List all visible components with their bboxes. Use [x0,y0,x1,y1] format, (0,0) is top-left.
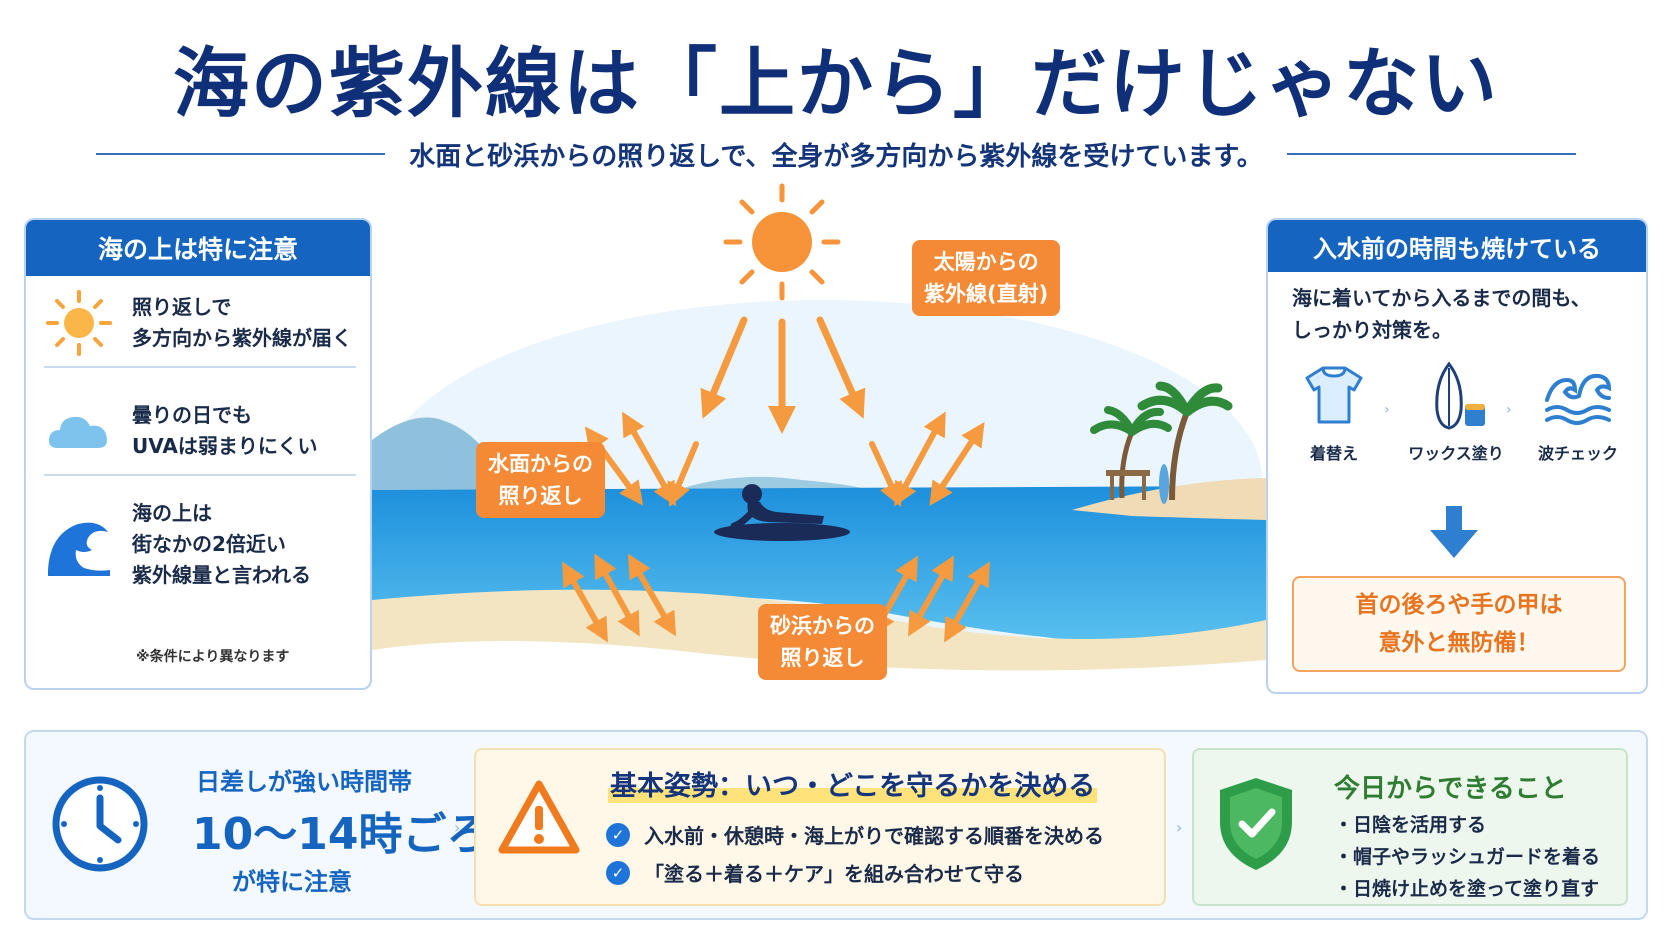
step-label: 波チェック [1537,444,1618,463]
water-reflection-tag: 水面からの 照り返し [476,442,605,518]
divider-line [96,153,386,155]
sun-icon [46,290,112,356]
card-description: 海に着いてから入るまでの間も、 しっかり対策を。 [1292,282,1591,346]
tshirt-icon [1305,366,1363,424]
subtitle-row: 水面と砂浜からの照り返しで、全身が多方向から紫外線を受けています。 [96,136,1576,172]
peak-hours-caution: が特に注意 [232,868,352,896]
step-label: 着替え [1309,444,1358,463]
basic-stance-box: 基本姿勢：いつ・どこを守るかを決める ✓ 入水前・休憩時・海上がりで確認する順番… [474,748,1166,906]
check-icon: ✓ [606,860,630,885]
wave-icon [48,522,110,576]
surfer [714,484,850,541]
sun [723,183,841,301]
step-wax: ワックス塗り [1396,360,1516,464]
beach-scene: 太陽からの 紫外線(直射) 水面からの 照り返し 砂浜からの 照り返し [372,180,1266,710]
step-change-clothes: 着替え [1274,360,1394,464]
arrow-down-icon [1430,506,1478,558]
step-label: ワックス塗り [1408,444,1504,463]
tag-line: 水面からの [488,452,593,476]
peak-hours-value: 10〜14時ごろ [192,809,491,860]
checklist-item: ✓ 入水前・休憩時・海上がりで確認する順番を決める [606,820,1104,849]
sand-reflection-arrows [562,553,990,643]
waves-icon [1545,373,1612,425]
tag-line: 砂浜からの [770,614,875,638]
peak-hours-block: 日差しが強い時間帯 10〜14時ごろ が特に注意 [50,732,490,922]
tag-line: 紫外線(直射) [924,282,1049,306]
tag-line: 太陽からの [933,250,1039,274]
surfboard-icon [1435,361,1485,430]
checklist-item: ✓ 「塗る＋着る＋ケア」を組み合わせて守る [606,858,1024,887]
shield-check-icon [1220,778,1292,870]
sand-reflection-tag: 砂浜からの 照り返し [758,604,887,680]
chevron-right-icon: › [1176,818,1183,837]
desc-line: 海に着いてから入るまでの間も、 [1292,286,1591,310]
chevron-right-icon: › [1506,402,1512,418]
item-line: 多方向から紫外線が届く [132,326,352,350]
sea [372,486,1266,650]
page-subtitle: 水面と砂浜からの照り返しで、全身が多方向から紫外線を受けています。 [409,141,1263,172]
warning-box: 首の後ろや手の甲は 意外と無防備！ [1292,576,1626,672]
checklist-text: 入水前・休憩時・海上がりで確認する順番を決める [644,824,1104,848]
cloud-icon [48,416,107,448]
sea-caution-card: 海の上は特に注意 照り返しで 多方向から紫外線が届く 曇りの日でも UVAは弱ま… [24,218,372,690]
chevron-right-icon: › [454,818,461,837]
basic-stance-title: 基本姿勢：いつ・どこを守るかを決める [608,764,1098,803]
warning-line: 意外と無防備！ [1378,630,1540,656]
item-line: 紫外線量と言われる [132,563,311,587]
today-title: 今日からできること [1334,774,1567,804]
checklist-text: 「塗る＋着る＋ケア」を組み合わせて守る [644,862,1024,886]
cloudy-item: 曇りの日でも UVAは弱まりにくい [44,396,356,466]
item-line: 海の上は [132,501,212,525]
today-item: ・日陰を活用する [1334,814,1487,836]
today-item: ・日焼け止めを塗って塗り直す [1334,878,1600,900]
card-title: 入水前の時間も焼けている [1268,220,1646,272]
chevron-right-icon: › [1384,402,1390,418]
uv-amount-item: 海の上は 街なかの2倍近い 紫外線量と言われる [44,498,356,591]
pre-entry-card: 入水前の時間も焼けている 海に着いてから入るまでの間も、 しっかり対策を。 着替… [1266,218,1648,694]
item-line: 照り返しで [132,295,232,319]
item-line: UVAは弱まりにくい [132,434,318,458]
peak-hours-label: 日差しが強い時間帯 [196,768,412,796]
item-line: 街なかの2倍近い [132,532,286,556]
divider [44,474,356,476]
tag-line: 照り返し [780,646,865,670]
divider-line [1286,153,1576,155]
today-actions-box: 今日からできること ・日陰を活用する ・帽子やラッシュガードを着る ・日焼け止め… [1192,748,1628,906]
clock-icon [52,776,148,872]
reflection-item: 照り返しで 多方向から紫外線が届く [44,288,356,358]
card-title: 海の上は特に注意 [26,220,370,276]
desc-line: しっかり対策を。 [1292,318,1452,342]
step-wave-check: 波チェック [1518,360,1638,464]
tag-line: 照り返し [498,484,583,508]
today-item: ・帽子やラッシュガードを着る [1334,846,1601,868]
warning-line: 首の後ろや手の甲は [1355,592,1563,618]
palm-trees [1090,381,1233,504]
item-line: 曇りの日でも [132,403,252,427]
check-icon: ✓ [606,822,630,847]
warning-triangle-icon [498,780,580,854]
direct-uv-tag: 太陽からの 紫外線(直射) [912,240,1061,316]
divider [44,366,356,368]
footnote: ※条件により異なります [136,649,290,665]
bottom-panel: 日差しが強い時間帯 10〜14時ごろ が特に注意 › 基本姿勢：いつ・どこを守る… [24,730,1648,920]
page-title: 海の紫外線は「上から」だけじゃない [173,39,1499,128]
direct-uv-arrows [700,316,866,434]
sand [1072,478,1266,520]
